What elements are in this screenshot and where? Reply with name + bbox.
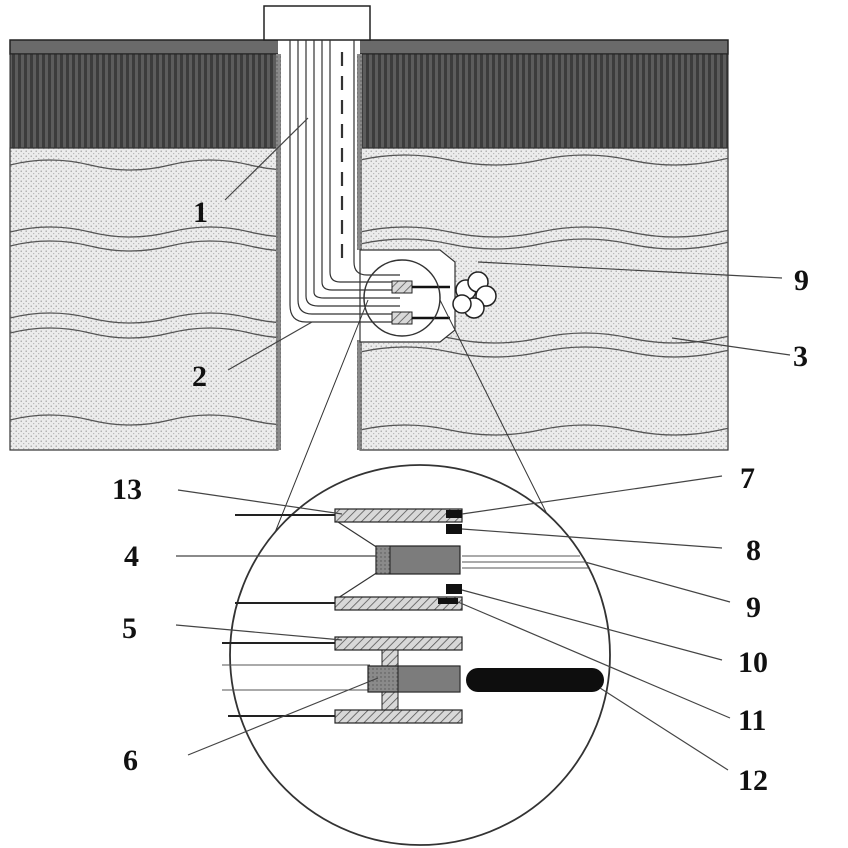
overburden-layer-right [359, 53, 729, 149]
detail-marker-circle [363, 259, 441, 337]
side-cavity [359, 249, 456, 343]
lower-hatched-ring-top [334, 636, 463, 651]
part-12 [466, 668, 604, 692]
label-10: 10 [738, 646, 768, 679]
tubing-bundle [289, 40, 400, 323]
label-5: 5 [122, 612, 137, 645]
detail-view-components [222, 508, 604, 724]
part-10 [446, 584, 462, 594]
casing-right-upper [357, 54, 362, 250]
label-1: 1 [193, 196, 208, 229]
label-12: 12 [738, 764, 768, 797]
tool-head-upper [391, 280, 413, 294]
ground-surface [9, 39, 729, 55]
label-8: 8 [746, 534, 761, 567]
detail-view-circle [229, 464, 611, 846]
label-4: 4 [124, 540, 139, 573]
tool-head-lower [391, 311, 413, 325]
leader-lines [175, 117, 791, 771]
label-9-detail: 9 [746, 591, 761, 624]
formation-left [9, 147, 279, 451]
overburden-layer-left [9, 53, 279, 149]
foam-cloud [452, 271, 497, 319]
part-8 [446, 524, 462, 534]
wellhead [263, 5, 371, 41]
label-11: 11 [738, 704, 766, 737]
part-7 [446, 510, 462, 518]
label-7: 7 [740, 462, 755, 495]
upper-hatched-ring-top [334, 508, 463, 523]
wellbore [278, 40, 360, 450]
label-6: 6 [123, 744, 138, 777]
label-2: 2 [192, 360, 207, 393]
casing-left [276, 54, 281, 450]
lower-hatched-ring-bottom [334, 709, 463, 724]
label-3: 3 [793, 340, 808, 373]
casing-right-lower [357, 340, 362, 450]
label-13: 13 [112, 473, 142, 506]
label-9-top: 9 [794, 264, 809, 297]
part-11 [438, 598, 458, 604]
